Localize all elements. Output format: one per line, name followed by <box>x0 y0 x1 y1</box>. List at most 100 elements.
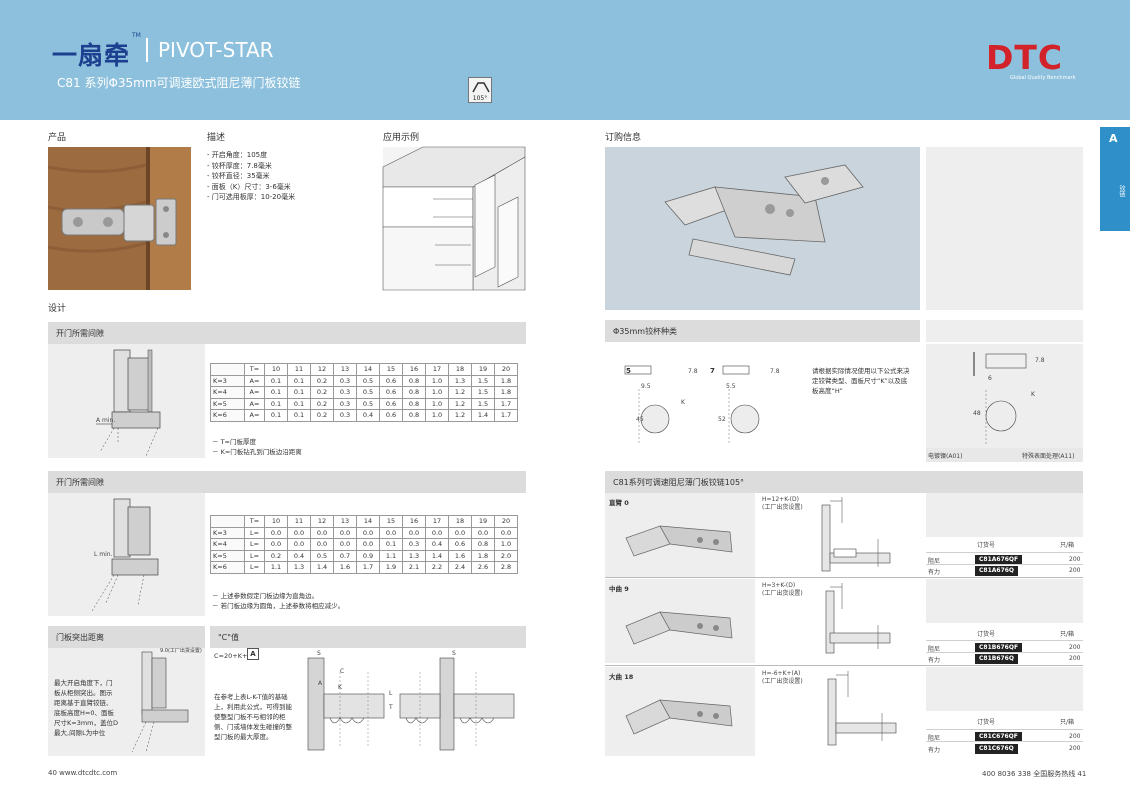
cvalue-label: C <box>340 668 345 675</box>
order-type: 阻尼 <box>928 558 941 565</box>
table-cell: K=6 <box>210 561 245 574</box>
order-code-header: 订货号 <box>977 631 996 638</box>
table-header-cell: 11 <box>287 515 311 528</box>
cvalue-text: 在参考上表L-K-T值的基础上，利用此公式，可得到能使整型门板不与相邻的柜侧、门… <box>214 693 292 741</box>
table-cell: 2.1 <box>402 561 426 574</box>
hinge-half-crank-image <box>625 611 733 645</box>
mounting-plate-diagram <box>973 352 1027 444</box>
table-cell: 0.3 <box>333 409 357 422</box>
table-header-cell: 10 <box>264 363 288 376</box>
arm-type-label: 直臂 0 <box>609 499 629 507</box>
order-unit-header: 只/箱 <box>1060 719 1075 726</box>
description-item: - 铰杯厚度：7.8毫米 <box>207 161 272 170</box>
divider <box>926 640 1083 641</box>
order-qty: 200 <box>1069 567 1081 574</box>
page-header <box>0 0 1130 120</box>
table-row: K=6 A= 0.1 0.1 0.2 0.3 0.4 0.6 0.8 1.0 1… <box>210 409 518 422</box>
cup-types-header-right <box>926 320 1083 342</box>
application-title: 应用示例 <box>383 133 420 143</box>
table-cell: 2.8 <box>494 561 518 574</box>
table-cell: 0.0 <box>287 538 311 551</box>
cup-type-5-label: 5 <box>626 367 631 375</box>
table-header-cell: 19 <box>471 515 495 528</box>
description-item: - 面板（K）尺寸：3-6毫米 <box>207 182 291 191</box>
table-header-cell: 12 <box>310 363 334 376</box>
table-cell: 1.7 <box>494 397 518 410</box>
table-cell: 0.2 <box>310 374 334 387</box>
table-cell: 1.8 <box>494 374 518 387</box>
table-header-cell: 20 <box>494 363 518 376</box>
table-header-row: T= 10 11 12 13 14 15 16 17 18 19 20 <box>210 363 518 376</box>
table-cell: 0.1 <box>287 374 311 387</box>
table-cell: 0.9 <box>356 549 380 562</box>
arm-formula-note: (工厂出货设置) <box>762 504 803 511</box>
table-cell: 1.1 <box>264 561 288 574</box>
cup-dim-label: K <box>681 399 685 406</box>
arm-formula-line: H=-6+K+(A) <box>762 670 801 677</box>
table-cell: A= <box>244 386 265 399</box>
table-cell: 0.0 <box>264 526 288 539</box>
table-header-cell: 17 <box>425 515 449 528</box>
table-cell: 2.0 <box>494 549 518 562</box>
table-cell: 0.3 <box>333 374 357 387</box>
table-cell: 0.1 <box>264 386 288 399</box>
cup-type-7-label: 7 <box>710 367 715 375</box>
order-code: C81B676QF <box>975 643 1023 653</box>
footer-left[interactable]: 40 www.dtcdtc.com <box>48 769 118 777</box>
divider <box>926 564 1083 565</box>
table-cell: 1.6 <box>448 549 472 562</box>
table-cell: 0.6 <box>379 409 403 422</box>
table-cell: 1.9 <box>379 561 403 574</box>
table-cell <box>210 363 245 376</box>
overhang-diagram-label: 9.0(工厂出货设置) <box>160 648 202 654</box>
table-header-cell: 18 <box>448 363 472 376</box>
order-code: C81C676QF <box>975 732 1022 742</box>
order-code-header: 订货号 <box>977 719 996 726</box>
category-side-tab[interactable]: A 铰链 <box>1100 127 1130 231</box>
plate-finish-special: 特殊表面处理(A11) <box>1022 453 1075 460</box>
note-line: － 上述参数假定门板边缘为直角边。 <box>212 592 319 600</box>
description-title: 描述 <box>207 133 226 143</box>
table-cell: 0.1 <box>264 397 288 410</box>
table-cell: A= <box>244 409 265 422</box>
table-cell: 1.8 <box>471 549 495 562</box>
order-unit-header: 只/箱 <box>1060 631 1075 638</box>
order-type: 阻尼 <box>928 646 941 653</box>
table-header-cell: 13 <box>333 515 357 528</box>
plate-dim-label: 7.8 <box>1035 357 1045 364</box>
table-cell: L= <box>244 561 265 574</box>
table-cell: A= <box>244 397 265 410</box>
arm-formula: H=12+K-(D) (工厂出货设置) <box>762 496 803 512</box>
order-code: C81C676Q <box>975 744 1018 754</box>
description-list: - 开启角度：105度 - 铰杯厚度：7.8毫米 - 铰杯直径：35毫米 - 面… <box>207 150 295 203</box>
table-cell: 0.0 <box>310 538 334 551</box>
overhang-text: 最大开启角度下，门板从柜侧突出。图示距离基于直臂铰链、底板高度H=0、面板尺寸K… <box>54 679 119 737</box>
table-cell: 1.7 <box>494 409 518 422</box>
table-row: K=4 A= 0.1 0.1 0.2 0.3 0.5 0.6 0.8 1.0 1… <box>210 386 518 399</box>
table-cell: 0.5 <box>356 397 380 410</box>
gap1-table: T= 10 11 12 13 14 15 16 17 18 19 20 K=3 … <box>210 363 518 422</box>
gap2-notes: － 上述参数假定门板边缘为直角边。 － 若门板边缘为圆角，上述参数将相应减少。 <box>212 591 344 611</box>
application-cabinet-diagram <box>382 146 526 291</box>
dtc-logo: DTC <box>986 38 1064 77</box>
table-cell: 0.0 <box>264 538 288 551</box>
cvalue-label: S <box>452 650 456 657</box>
table-cell: 1.3 <box>448 374 472 387</box>
table-cell: L= <box>244 549 265 562</box>
order-code: C81A676QF <box>975 555 1023 565</box>
product-subtitle: C81 系列Φ35mm可调速欧式阻尼薄门板铰链 <box>57 76 301 90</box>
table-cell: 1.6 <box>333 561 357 574</box>
gap1-header-bar: 开门所需间隙 <box>48 322 526 344</box>
cup-dim-label: 5.5 <box>726 383 736 390</box>
table-cell: 0.0 <box>402 526 426 539</box>
table-cell: 0.8 <box>402 397 426 410</box>
table-cell: 0.0 <box>471 526 495 539</box>
table-cell: 1.2 <box>448 409 472 422</box>
cup-note: 请根据实际情况使用以下公式来决定铰臂类型、面板尺寸“K”以及底板高度“H” <box>812 367 910 395</box>
table-header-cell: 16 <box>402 515 426 528</box>
table-cell: K=4 <box>210 538 245 551</box>
order-spacer <box>926 667 1083 711</box>
table-header-cell: T= <box>244 363 265 376</box>
table-cell: 1.5 <box>471 386 495 399</box>
table-cell: 0.1 <box>379 538 403 551</box>
